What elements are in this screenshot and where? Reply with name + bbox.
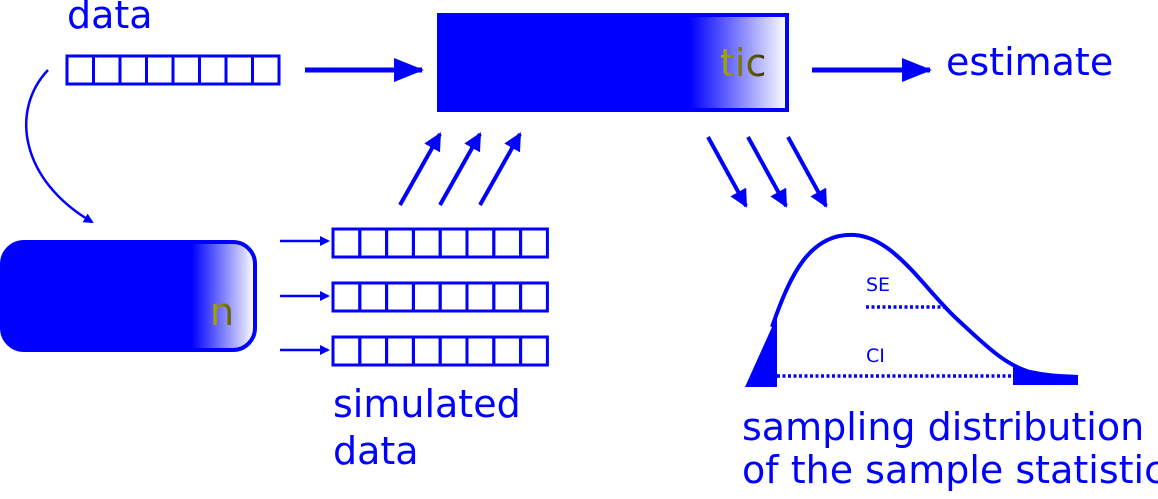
vector-cell <box>519 335 549 367</box>
simulated-vector-3 <box>331 335 549 367</box>
vector-cell <box>385 335 415 367</box>
vector-cell <box>465 335 496 367</box>
vector-cell <box>465 227 496 259</box>
density-curve <box>770 232 1079 379</box>
data-label: data <box>67 0 153 37</box>
sampling-distribution-plot <box>745 232 1079 387</box>
vector-cell <box>411 227 442 259</box>
vector-cell <box>385 281 415 313</box>
simulated-vector-1 <box>331 227 549 259</box>
arrow-sim-to-statistic-2 <box>438 132 482 206</box>
arrow-sim-to-statistic-1 <box>398 132 442 206</box>
vector-cell <box>224 54 254 86</box>
simulated-vector-2 <box>331 281 549 313</box>
simulated-data-label-line1: simulated <box>333 382 521 426</box>
vector-cell <box>438 281 469 313</box>
left-tail-area <box>745 316 777 387</box>
estimate-label: estimate <box>946 40 1114 84</box>
se-label: SE <box>866 274 891 296</box>
arrow-sim-to-statistic-3 <box>478 132 522 206</box>
vector-cell <box>65 54 95 86</box>
vector-cell <box>358 227 389 259</box>
statistic-box-text: tic <box>720 41 767 85</box>
arrow-data-to-model <box>25 69 94 224</box>
vector-cell <box>519 281 549 313</box>
vector-cell <box>519 227 549 259</box>
model-box-text: n <box>210 290 235 334</box>
vector-cell <box>492 335 523 367</box>
vector-cell <box>331 227 362 259</box>
vector-cell <box>492 281 523 313</box>
vector-cell <box>492 227 523 259</box>
vector-cell <box>358 281 389 313</box>
vector-cell <box>465 281 496 313</box>
vector-cell <box>145 54 175 86</box>
vector-cell <box>171 54 201 86</box>
vector-cell <box>198 54 228 86</box>
vector-cell <box>411 281 442 313</box>
vector-cell <box>251 54 281 86</box>
vector-cell <box>358 335 389 367</box>
data-vector <box>65 54 281 86</box>
statistic-box <box>437 13 789 112</box>
sampling-distribution-label-line1: sampling distribution <box>742 405 1145 449</box>
arrow-statistic-to-dist-2 <box>746 136 788 208</box>
data-vector-cells <box>65 54 281 86</box>
vector-cell <box>118 54 148 86</box>
vector-cell <box>331 281 362 313</box>
vector-cell <box>331 335 362 367</box>
vector-cell <box>92 54 122 86</box>
simulated-data-vectors <box>331 227 549 367</box>
sampling-distribution-label-line2: of the sample statistic <box>742 448 1158 492</box>
simulated-data-label-line2: data <box>333 429 419 473</box>
vector-cell <box>438 335 469 367</box>
arrow-statistic-to-dist-1 <box>706 136 748 208</box>
model-box <box>0 240 257 352</box>
vector-cell <box>438 227 469 259</box>
ci-label: CI <box>866 345 885 367</box>
vector-cell <box>385 227 415 259</box>
vector-cell <box>411 335 442 367</box>
arrow-statistic-to-dist-3 <box>786 136 828 208</box>
